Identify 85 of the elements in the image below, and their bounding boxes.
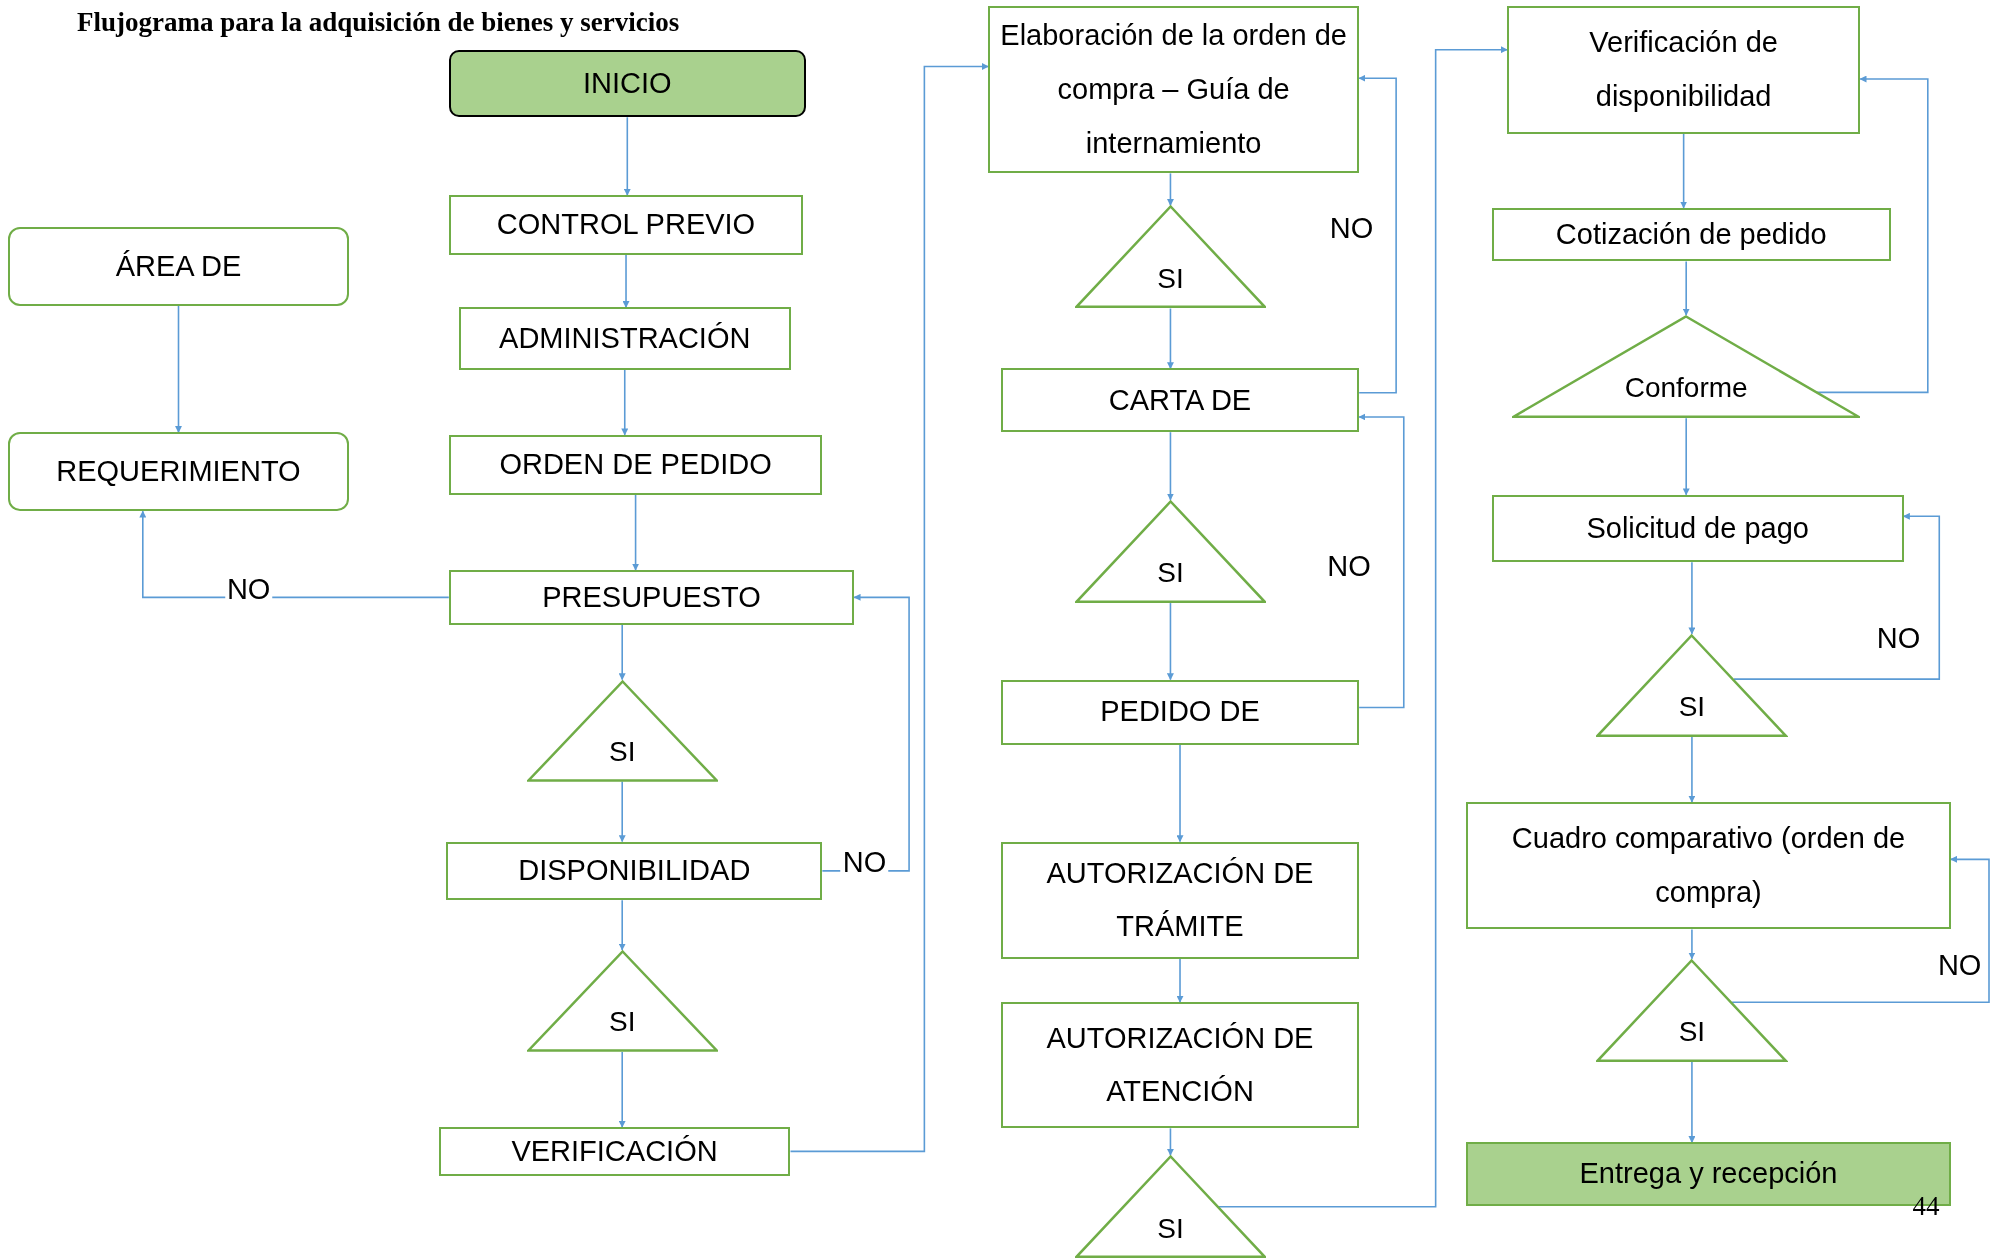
- arrow: [1166, 602, 1174, 681]
- decision-triangle: [1512, 314, 1861, 419]
- process-box: [446, 841, 823, 901]
- arrow: [1166, 1127, 1174, 1156]
- process-box: [988, 6, 1360, 174]
- arrow: [621, 368, 629, 436]
- decision-triangle: [1596, 633, 1788, 737]
- node-label: Elaboración de la orden de compra – Guía de internamiento: [999, 18, 1348, 161]
- decision-triangle: [1074, 499, 1267, 604]
- arrow: [1358, 74, 1397, 394]
- arrow: [1688, 561, 1696, 635]
- node-label: SI: [608, 1005, 636, 1040]
- node-label: DISPONIBILIDAD: [518, 853, 751, 888]
- node-label: SI: [608, 734, 636, 769]
- arrow: [1682, 417, 1690, 496]
- decision-triangle: [526, 679, 718, 782]
- process-box: [7, 226, 350, 306]
- process-box: [448, 569, 855, 625]
- terminal-box: [448, 49, 806, 118]
- arrow: [175, 305, 182, 434]
- process-box: [1000, 841, 1360, 959]
- arrow: [1166, 307, 1174, 370]
- node-label: Entrega y recepción: [1579, 1156, 1838, 1192]
- process-box: [1491, 494, 1904, 563]
- decision-triangle: [1596, 958, 1788, 1063]
- arrow: [1688, 1061, 1696, 1144]
- arrow: [1731, 855, 1990, 1003]
- node-label: ÁREA DE: [115, 248, 242, 284]
- node-label: PRESUPUESTO: [542, 579, 761, 615]
- node-label: Conforme: [1624, 371, 1748, 406]
- node-label: ADMINISTRACIÓN: [499, 320, 751, 356]
- process-box: [448, 195, 804, 255]
- arrow: [1358, 413, 1405, 709]
- node-label: CONTROL PREVIO: [496, 207, 756, 243]
- arrow: [632, 493, 640, 571]
- process-box: [1000, 679, 1360, 745]
- arrow: [618, 780, 626, 843]
- process-box: [1466, 801, 1951, 930]
- node-label: PEDIDO DE: [1100, 694, 1260, 730]
- node-label: INICIO: [583, 65, 672, 101]
- process-box: [7, 432, 350, 512]
- arrow: [1166, 431, 1174, 501]
- process-box: [448, 434, 823, 495]
- arrow: [1217, 46, 1508, 1208]
- node-label: CARTA DE: [1108, 382, 1252, 418]
- arrow: [618, 1051, 626, 1128]
- arrow: [789, 63, 989, 1153]
- arrow: [1176, 743, 1184, 843]
- node-label: SI: [1678, 690, 1706, 725]
- node-label: SI: [1157, 1211, 1184, 1246]
- process-box: [1000, 1002, 1360, 1129]
- node-label: SI: [1157, 261, 1184, 296]
- arrow: [139, 510, 450, 599]
- arrow: [1688, 736, 1696, 803]
- process-box: [1000, 368, 1360, 433]
- arrow: [1166, 172, 1174, 207]
- node-label: ORDEN DE PEDIDO: [499, 446, 772, 482]
- node-label: REQUERIMIENTO: [56, 453, 301, 489]
- diagram-title: Flujograma para la adquisición de bienes y servicios: [77, 6, 680, 39]
- node-label: Cotización de pedido: [1555, 216, 1827, 252]
- node-label: Cuadro comparativo (orden de compra): [1510, 821, 1907, 910]
- decision-triangle: [526, 949, 718, 1052]
- node-label: Solicitud de pago: [1586, 510, 1809, 546]
- node-label: AUTORIZACIÓN DE ATENCIÓN: [1045, 1020, 1315, 1110]
- node-label: SI: [1157, 556, 1184, 591]
- node-label: VERIFICACIÓN: [511, 1133, 718, 1169]
- decision-triangle: [1074, 1155, 1267, 1259]
- process-box: [1507, 6, 1861, 134]
- process-box: [459, 307, 791, 370]
- arrow: [623, 116, 631, 196]
- arrow: [1733, 512, 1941, 680]
- arrow: [1680, 133, 1688, 209]
- arrow: [618, 899, 626, 951]
- process-box: [1491, 207, 1891, 262]
- arrow: [821, 593, 910, 872]
- node-label: SI: [1678, 1015, 1706, 1050]
- arrow: [1176, 958, 1184, 1003]
- arrow: [1688, 928, 1696, 960]
- arrow: [622, 254, 630, 309]
- node-label: AUTORIZACIÓN DE TRÁMITE: [1045, 855, 1315, 945]
- process-box: [438, 1127, 791, 1176]
- node-label: Verificación de disponibilidad: [1588, 25, 1779, 115]
- arrow: [1682, 260, 1690, 316]
- decision-triangle: [1074, 205, 1267, 309]
- arrow: [618, 623, 626, 681]
